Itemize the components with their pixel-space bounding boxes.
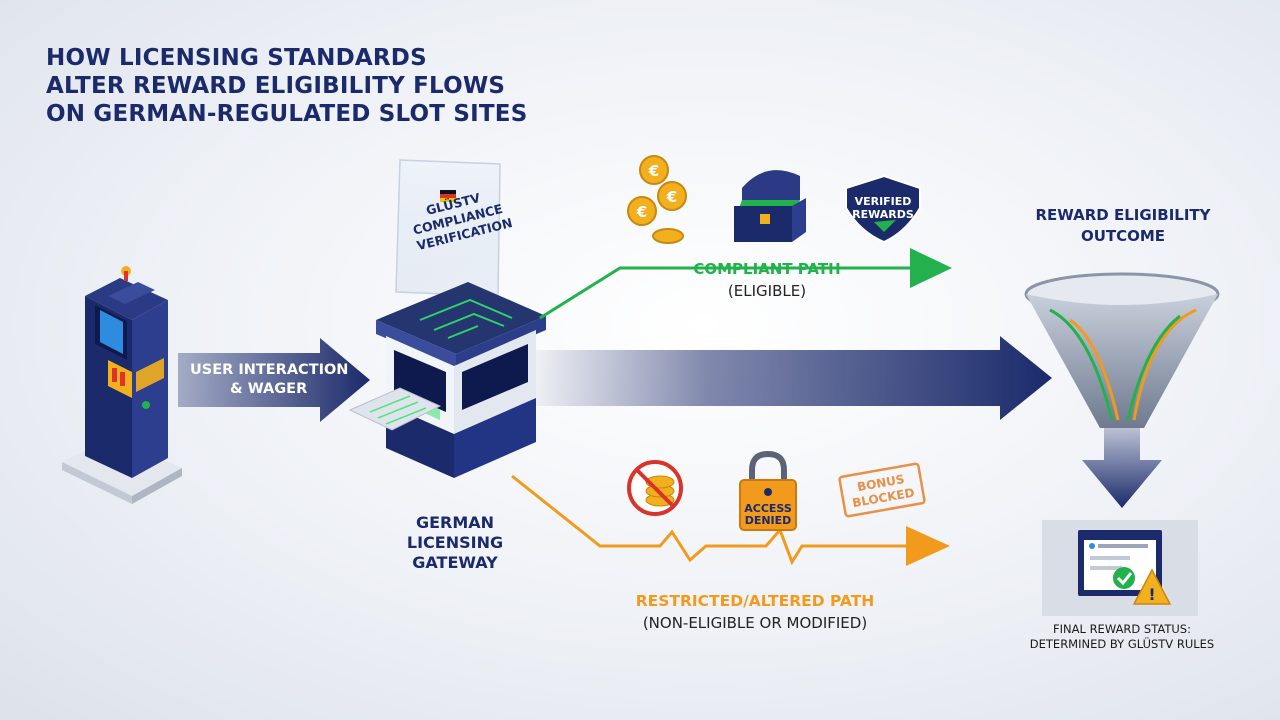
main-flow-arrow (520, 336, 1052, 420)
compliant-path-label: COMPLIANT PATH (ELIGIBLE) (672, 258, 862, 302)
bonus-blocked-stamp: BONUS BLOCKED (838, 462, 926, 518)
gateway-label-line-1: GERMAN (415, 513, 495, 532)
restricted-path-sublabel: (NON-ELIGIBLE OR MODIFIED) (642, 614, 868, 632)
compliant-path-arrow (539, 248, 952, 320)
input-label-line-1: USER INTERACTION (190, 362, 349, 378)
input-arrow (178, 338, 370, 422)
final-status-panel: ! (1042, 520, 1198, 616)
svg-text:!: ! (1148, 585, 1155, 604)
outcome-title: REWARD ELIGIBILITY OUTCOME (1008, 205, 1238, 247)
svg-text:€: € (666, 188, 677, 206)
gateway-booth-icon (348, 159, 546, 478)
restricted-path-arrow (511, 474, 950, 566)
shield-line-2: REWARDS (852, 208, 914, 221)
title-line-1: HOW LICENSING STANDARDS (46, 45, 427, 71)
lock-line-1: ACCESS (744, 502, 792, 515)
title-line-3: ON GERMAN-REGULATED SLOT SITES (46, 101, 528, 127)
title-line-2: ALTER REWARD ELIGIBILITY FLOWS (46, 73, 506, 99)
treasure-chest-icon (734, 170, 806, 242)
final-status-line-1: FINAL REWARD STATUS: (1053, 622, 1191, 636)
slot-machine-icon (62, 266, 182, 504)
verified-rewards-shield-icon: VERIFIED REWARDS (845, 174, 921, 244)
page-title: HOW LICENSING STANDARDS ALTER REWARD ELI… (46, 44, 527, 128)
svg-text:€: € (648, 162, 659, 180)
padlock-icon: ACCESS DENIED (739, 450, 797, 531)
final-status-line-2: DETERMINED BY GLÜSTV RULES (1029, 637, 1215, 651)
lock-line-2: DENIED (745, 514, 792, 527)
compliant-path-sublabel: (ELIGIBLE) (727, 282, 807, 300)
restricted-path-title: RESTRICTED/ALTERED PATH (635, 592, 875, 610)
euro-coins-icon: € € € (627, 155, 687, 244)
gateway-label-line-2: LICENSING (406, 533, 504, 552)
outcome-title-line-1: REWARD ELIGIBILITY (1035, 206, 1211, 224)
input-label-line-2: & WAGER (230, 381, 308, 397)
shield-line-1: VERIFIED (855, 195, 912, 208)
compliant-path-title: COMPLIANT PATH (693, 260, 841, 278)
funnel-icon (1024, 272, 1220, 508)
gateway-label: GERMAN LICENSING GATEWAY (395, 513, 515, 573)
gateway-label-line-3: GATEWAY (412, 553, 498, 572)
input-arrow-label: USER INTERACTION & WAGER (190, 361, 350, 399)
restricted-path-label: RESTRICTED/ALTERED PATH (NON-ELIGIBLE OR… (590, 590, 920, 634)
no-coins-icon (627, 460, 683, 516)
final-status-caption: FINAL REWARD STATUS: DETERMINED BY GLÜST… (1012, 622, 1232, 652)
outcome-title-line-2: OUTCOME (1080, 227, 1166, 245)
svg-text:€: € (636, 203, 647, 221)
